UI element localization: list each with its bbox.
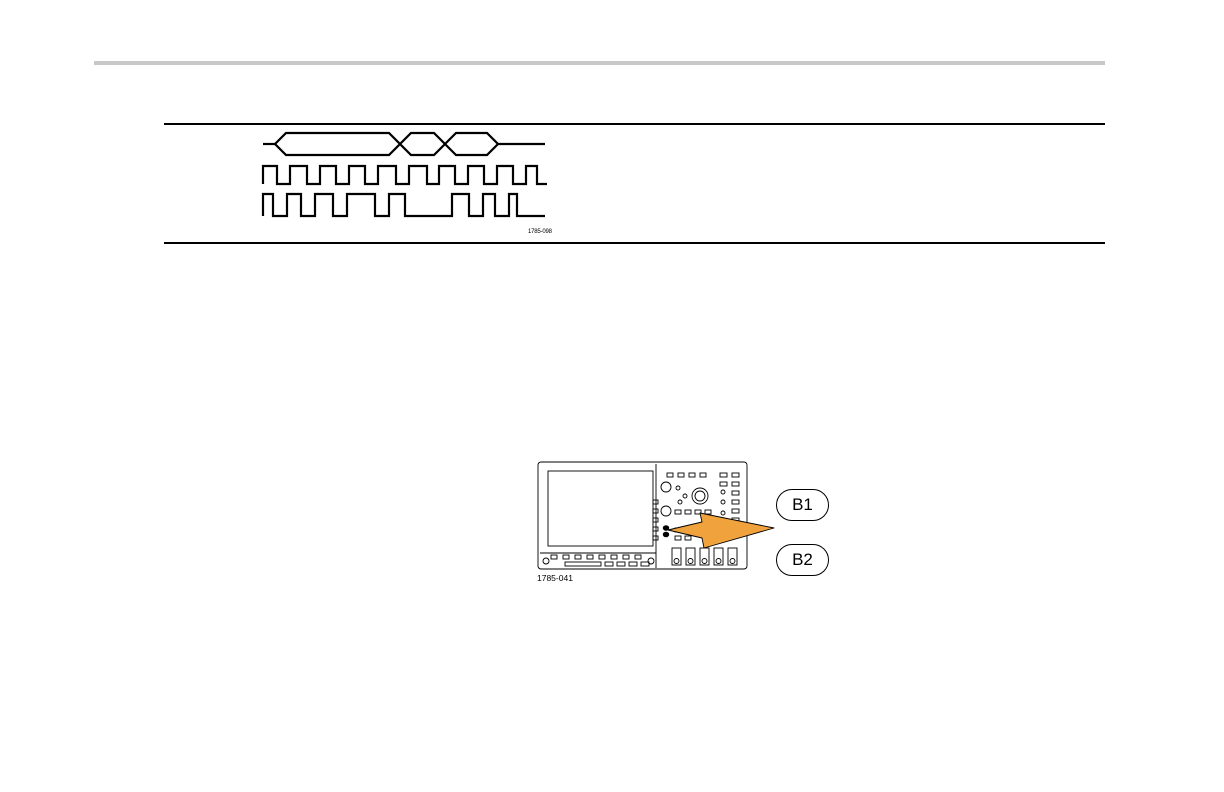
b2-callout: B2 [776,544,829,576]
table-bottom-rule [164,242,1105,244]
header-rule [94,61,1105,65]
bus-timing-diagram [255,127,555,239]
multipurpose-knob-a [661,482,671,492]
side-menu-buttons [653,500,658,540]
bus-waveform [263,133,545,155]
clock-waveform [263,166,547,184]
table-top-rule [164,123,1105,125]
scope-screen [548,471,653,546]
pointer-arrow [668,513,774,548]
main-knob [692,488,708,504]
data-waveform [263,194,545,216]
bottom-menu-buttons [551,555,649,566]
multipurpose-knob-b [661,506,671,516]
channel-knobs [672,548,737,565]
timing-figure-id: 1785-098 [528,229,552,235]
b1-callout: B1 [776,489,829,521]
b2-button [663,532,669,538]
scope-figure-id: 1785-041 [537,573,573,583]
